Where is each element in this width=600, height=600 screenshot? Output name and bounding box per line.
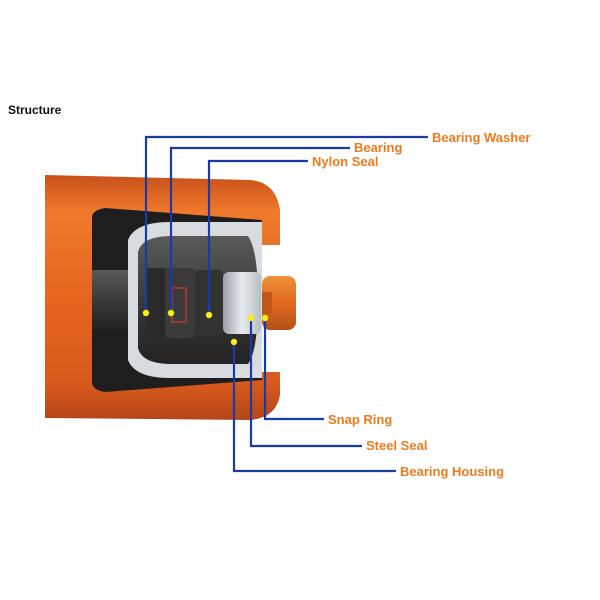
leader-bearing-housing <box>232 342 396 473</box>
dot-nylon-seal <box>205 311 213 319</box>
label-bearing: Bearing <box>354 140 402 155</box>
dot-bearing-washer <box>142 309 150 317</box>
dot-snap-ring <box>261 314 269 322</box>
bearing-stack <box>145 268 261 338</box>
dot-steel-seal <box>247 314 255 322</box>
leader-steel-seal <box>249 318 362 448</box>
leader-bearing-washer <box>144 135 428 313</box>
label-bearing-housing: Bearing Housing <box>400 464 504 479</box>
marker-dots <box>142 309 269 346</box>
leader-nylon-seal <box>207 159 308 315</box>
label-nylon-seal: Nylon Seal <box>312 154 378 169</box>
axle-stub <box>262 276 296 330</box>
label-snap-ring: Snap Ring <box>328 412 392 427</box>
dot-bearing <box>167 309 175 317</box>
leader-bearing <box>169 146 350 313</box>
label-bearing-washer: Bearing Washer <box>432 130 531 145</box>
leader-lines <box>144 135 428 473</box>
diagram-title: Structure <box>8 103 62 117</box>
dot-bearing-housing <box>230 338 238 346</box>
label-steel-seal: Steel Seal <box>366 438 427 453</box>
leader-snap-ring <box>263 318 324 421</box>
